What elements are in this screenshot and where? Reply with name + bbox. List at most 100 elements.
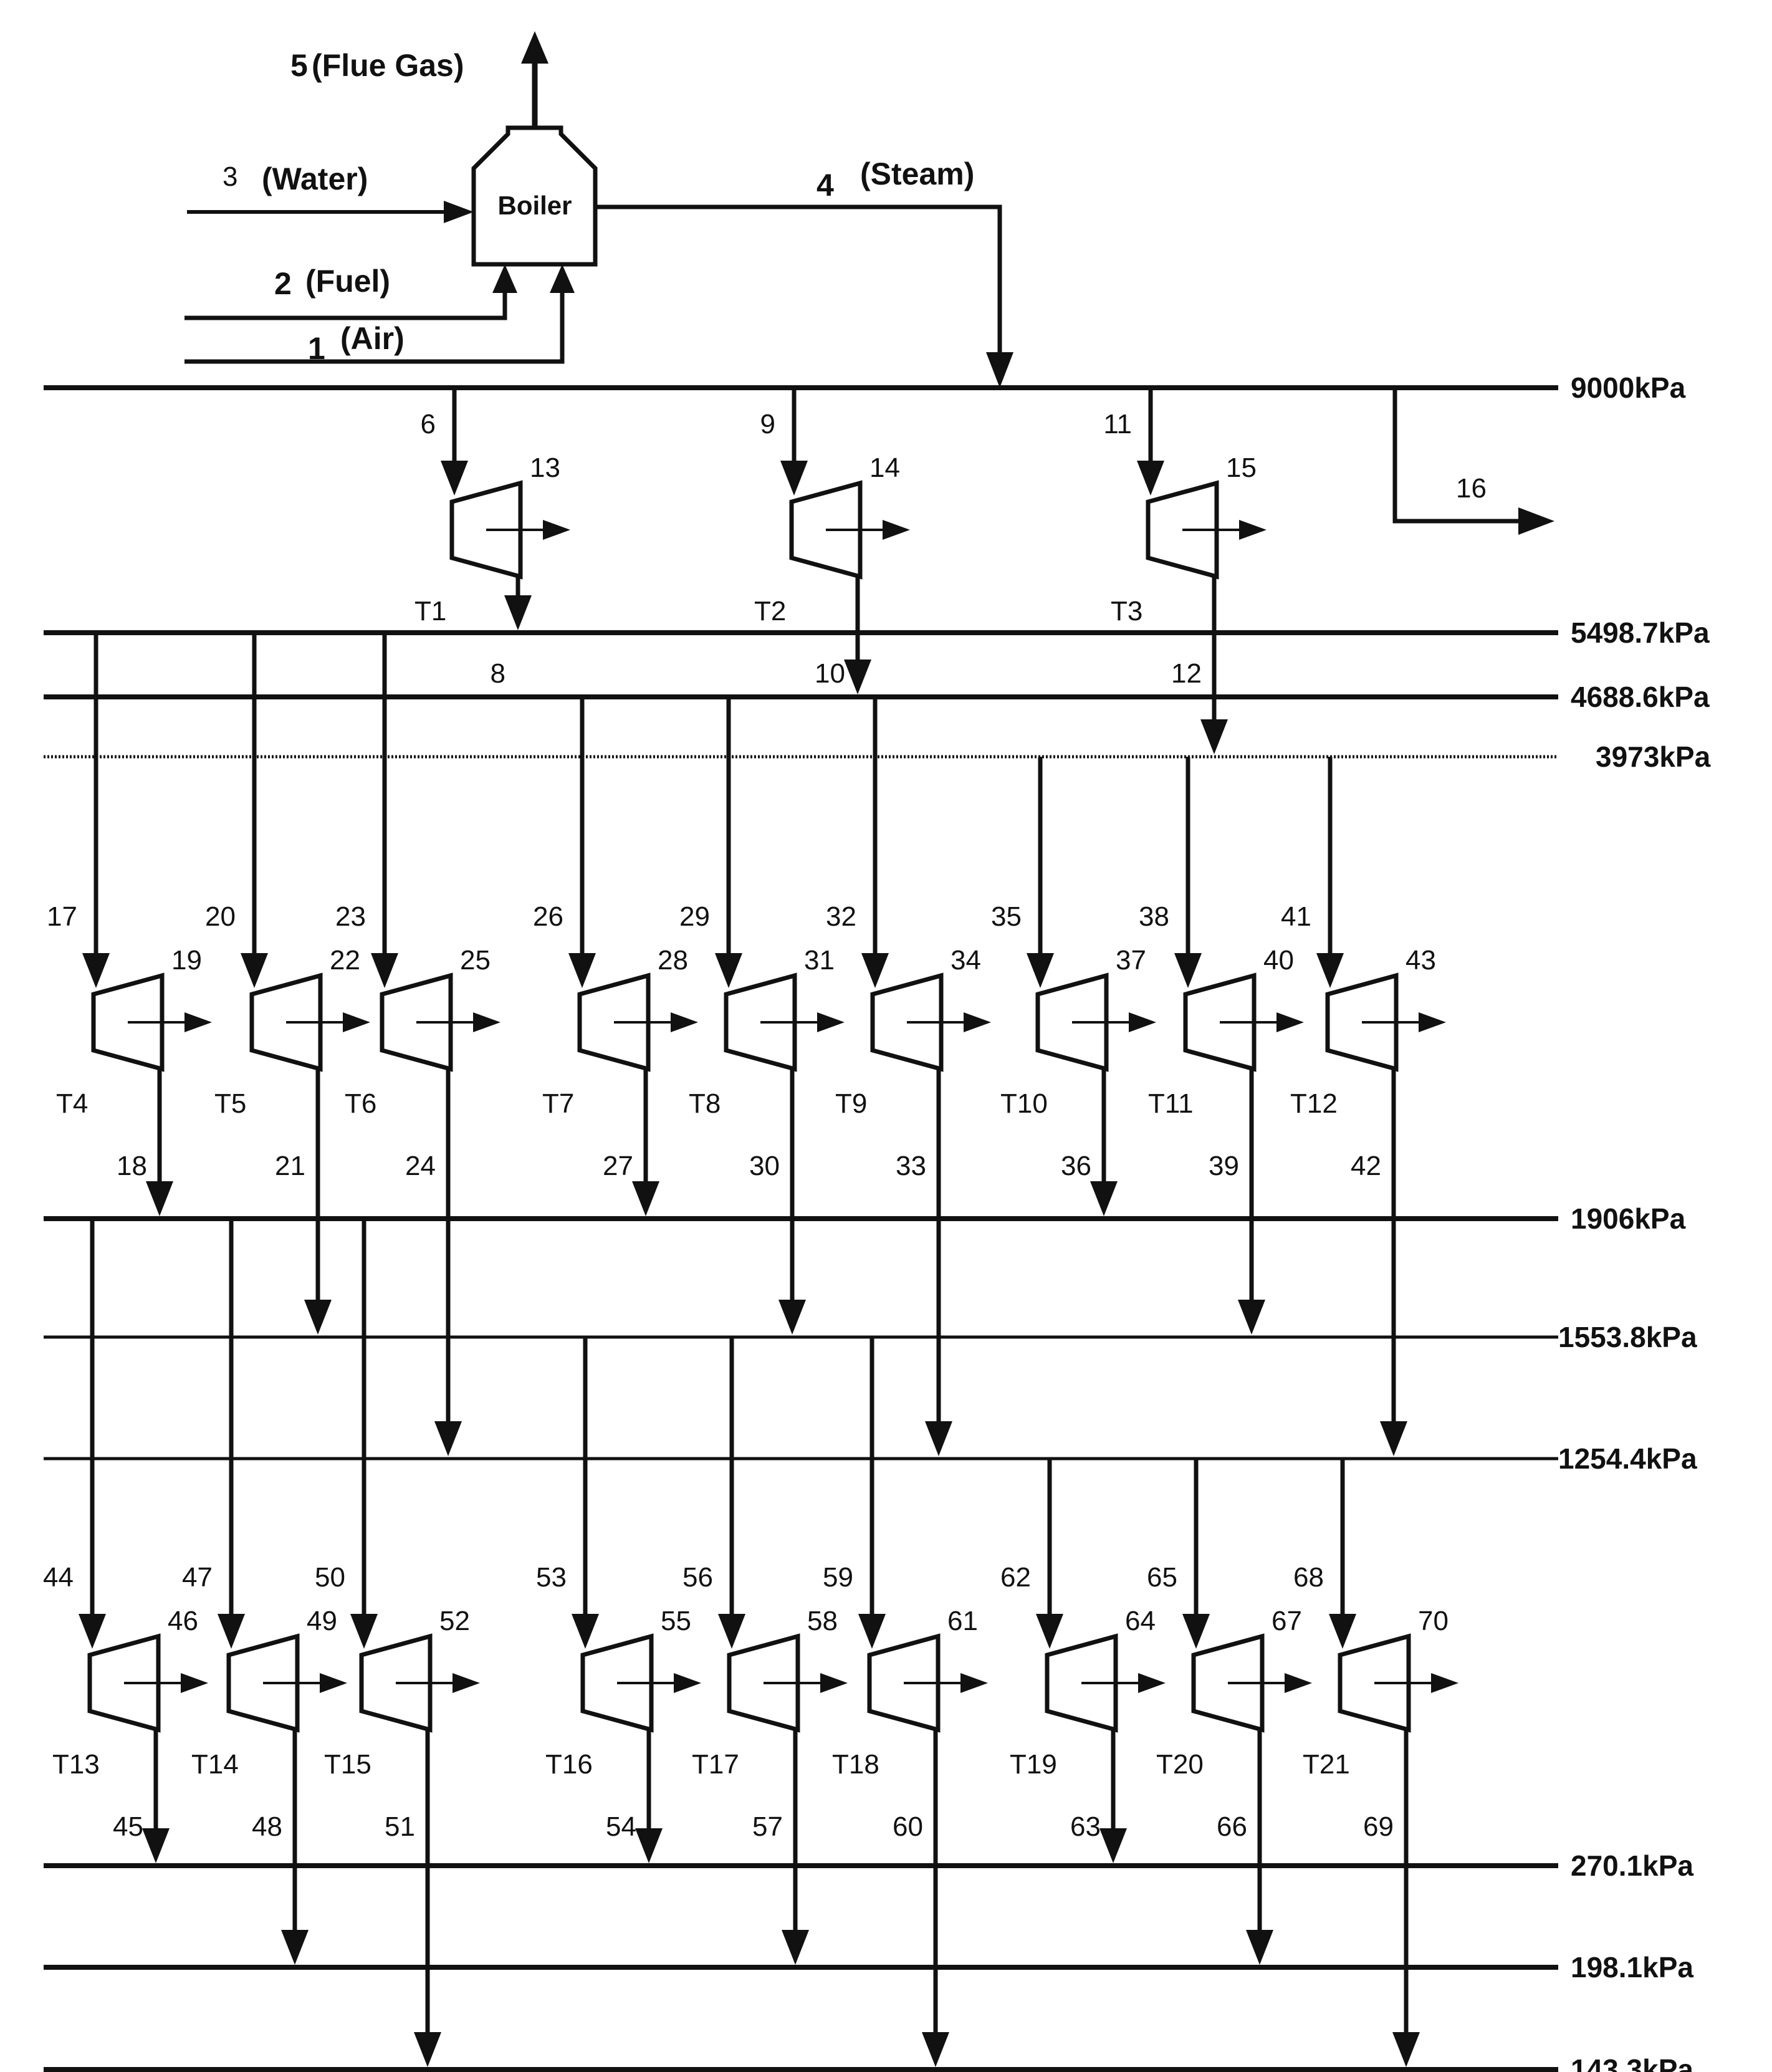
stream-num-30: 30 [749,1151,780,1181]
header-label-h5498: 5498.7kPa [1571,616,1710,649]
outlet-arrow-icon-60 [922,2032,949,2067]
inlet-arrow-icon-50 [350,1614,378,1649]
stream-num-12: 12 [1171,658,1202,689]
turbine-label-t4: T4 [56,1088,88,1119]
stream-pipes [79,388,1420,2067]
power-arrow-icon-28 [671,1012,698,1032]
turbine-label-t11: T11 [1148,1088,1194,1119]
steam-num: 4 [817,168,834,203]
fuel-num: 2 [274,266,292,301]
stream-num-49: 49 [307,1606,337,1636]
outlet-arrow-icon-39 [1238,1300,1265,1335]
stream-num-17: 17 [47,901,77,932]
boiler-unit: Boiler 5 (Flue Gas) 3 (Water) 2 (Fuel) 1… [184,31,1554,535]
stream-num-29: 29 [679,901,710,932]
inlet-arrow-icon-44 [79,1614,106,1649]
stream-num-22: 22 [330,945,360,976]
power-arrow-icon-31 [817,1012,845,1032]
stream-num-13: 13 [530,453,560,483]
turbine-label-t1: T1 [414,596,446,626]
stream-num-63: 63 [1070,1811,1101,1842]
header-label-h270: 270.1kPa [1571,1849,1693,1882]
boiler-label: Boiler [497,191,572,220]
stream-num-50: 50 [315,1562,345,1593]
outlet-arrow-icon-30 [778,1300,806,1335]
stream-num-57: 57 [752,1811,783,1842]
stream-num-47: 47 [182,1562,213,1593]
stream-num-36: 36 [1061,1151,1091,1181]
stream-num-19: 19 [171,945,202,976]
power-arrow-icon-70 [1431,1673,1458,1693]
inlet-arrow-icon-53 [572,1614,599,1649]
vent-line [1392,388,1521,524]
inlet-arrow-icon-32 [861,953,889,988]
turbine-label-t12: T12 [1290,1088,1338,1119]
air-label: (Air) [340,321,405,356]
steam-arrow-icon [986,352,1013,388]
inlet-arrow-icon-41 [1316,953,1344,988]
stream-num-23: 23 [335,901,366,932]
power-arrow-icon-46 [181,1673,208,1693]
power-arrow-icon-67 [1285,1673,1312,1693]
turbine-label-t19: T19 [1010,1749,1057,1780]
power-arrow-icon-52 [453,1673,480,1693]
turbine-label-t20: T20 [1156,1749,1204,1780]
stream-num-35: 35 [991,901,1022,932]
stream-num-69: 69 [1363,1811,1394,1842]
stream-num-51: 51 [385,1811,415,1842]
outlet-arrow-icon-24 [434,1421,462,1456]
water-num: 3 [223,161,237,192]
power-arrow-icon-25 [473,1012,500,1032]
stream-num-20: 20 [205,901,236,932]
outlet-arrow-icon-66 [1246,1930,1273,1965]
stream-num-62: 62 [1000,1562,1031,1593]
water-label: (Water) [262,161,368,196]
power-arrow-icon-58 [820,1673,848,1693]
inlet-arrow-icon-17 [82,953,110,988]
turbine-label-t5: T5 [214,1088,246,1119]
inlet-arrow-icon-35 [1027,953,1054,988]
header-label-h9000: 9000kPa [1571,372,1686,404]
fuel-arrow-icon [492,264,517,293]
turbine-label-t16: T16 [545,1749,593,1780]
stream-num-43: 43 [1406,945,1436,976]
power-arrow-icon-37 [1129,1012,1156,1032]
outlet-arrow-icon-57 [782,1930,809,1965]
header-label-h3973: 3973kPa [1596,741,1711,773]
header-label-h1254: 1254.4kPa [1558,1442,1697,1475]
stream-num-55: 55 [661,1606,691,1636]
steam-label: (Steam) [860,156,974,191]
vent-arrow-icon [1518,507,1554,535]
flue-gas-num: 5 [290,48,308,83]
outlet-arrow-icon-45 [142,1828,170,1863]
header-label-h198: 198.1kPa [1571,1951,1693,1983]
power-arrow-icon-43 [1419,1012,1446,1032]
stream-num-64: 64 [1125,1606,1156,1636]
outlet-arrow-icon-18 [146,1181,173,1216]
stream-num-56: 56 [682,1562,713,1593]
stream-num-33: 33 [896,1151,926,1181]
outlet-arrow-icon-51 [414,2032,441,2067]
outlet-arrow-icon-10 [844,659,871,694]
outlet-arrow-icon-42 [1380,1421,1407,1456]
stream-num-6: 6 [421,409,436,439]
stream-num-27: 27 [603,1151,633,1181]
stream-num-37: 37 [1116,945,1146,976]
pressure-headers: 9000kPa5498.7kPa4688.6kPa3973kPa1906kPa1… [44,372,1711,2072]
boiler-shape [471,125,598,267]
stream-num-31: 31 [804,945,835,976]
outlet-arrow-icon-69 [1392,2032,1420,2067]
power-arrow-icon-22 [343,1012,370,1032]
stream-num-59: 59 [823,1562,853,1593]
power-arrow-icon-40 [1276,1012,1304,1032]
fuel-label: (Fuel) [305,264,390,299]
inlet-arrow-icon-20 [241,953,268,988]
vent-num: 16 [1456,473,1487,504]
